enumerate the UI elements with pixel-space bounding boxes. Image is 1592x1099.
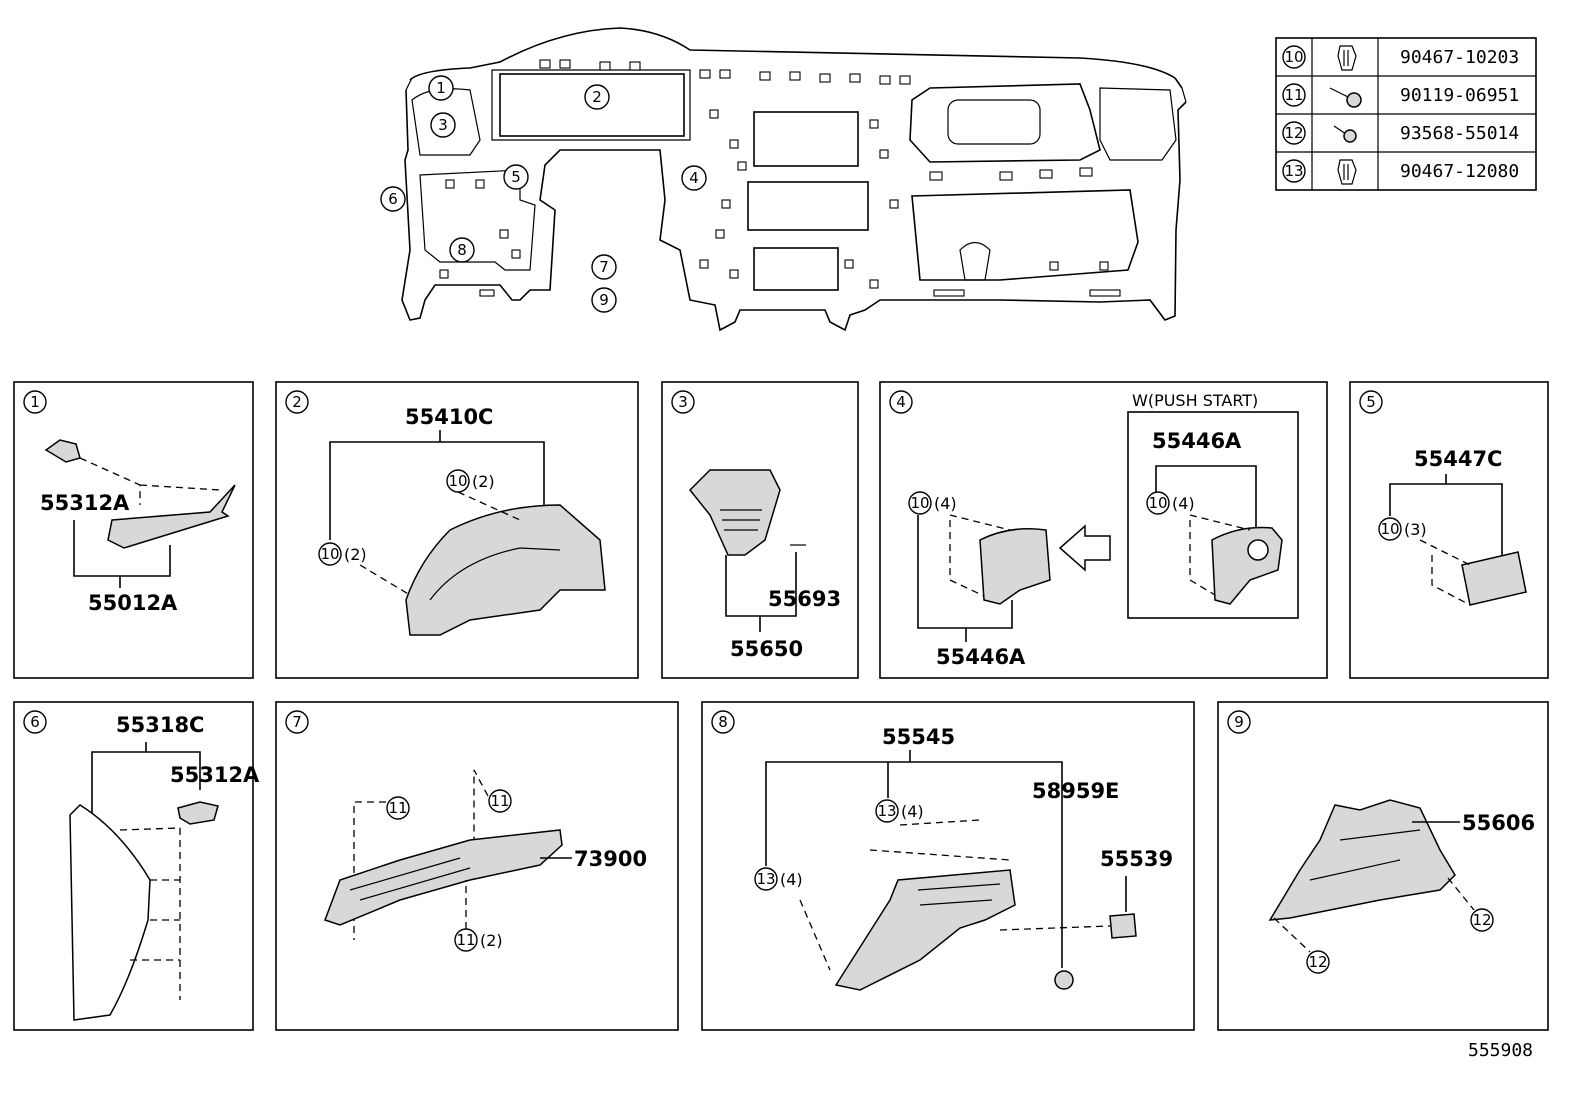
table-part-11: 90119-06951 xyxy=(1400,85,1519,106)
panel-9-screw-ref-b: 12 xyxy=(1308,953,1327,971)
clip-icon xyxy=(1337,159,1357,185)
callout-3: 3 xyxy=(438,116,448,134)
clip-icon xyxy=(1337,45,1357,71)
panel-2-label-55410C: 55410C xyxy=(405,405,493,429)
panel-7-ref: 7 xyxy=(292,713,302,731)
panel-3-ref: 3 xyxy=(678,393,688,411)
panel-5-qty: (3) xyxy=(1404,520,1427,539)
panel-4-qty-b: (4) xyxy=(934,494,957,513)
bolt-icon xyxy=(1329,87,1362,108)
callout-9: 9 xyxy=(599,291,609,309)
callout-4: 4 xyxy=(689,169,699,187)
panel-5-ref: 5 xyxy=(1366,393,1376,411)
panel-4-label-55446A-top: 55446A xyxy=(1152,429,1242,453)
dashboard-overview: 1 2 3 4 5 6 7 8 9 xyxy=(380,27,1187,332)
panel-2-ref: 2 xyxy=(292,393,302,411)
panel-4-qty-a: (4) xyxy=(1172,494,1195,513)
panel-8-clip-ref-a: 13 xyxy=(877,802,896,820)
panel-2-qty-b: (2) xyxy=(344,545,367,564)
table-part-10: 90467-10203 xyxy=(1400,47,1519,68)
panel-7: 7 11 11 73900 11 (2) xyxy=(275,701,679,1031)
panel-9: 9 55606 12 12 xyxy=(1217,701,1549,1031)
panel-9-screw-ref-a: 12 xyxy=(1472,911,1491,929)
panel-6-label-55318C: 55318C xyxy=(116,713,204,737)
table-ref-13: 13 xyxy=(1284,162,1303,180)
callout-8: 8 xyxy=(457,241,467,259)
table-ref-11: 11 xyxy=(1284,86,1303,104)
panel-6: 6 55318C 55312A xyxy=(13,701,260,1031)
panel-7-bolt-ref-a: 11 xyxy=(388,799,407,817)
panel-4-clip-ref-a: 10 xyxy=(1148,494,1167,512)
panel-9-ref: 9 xyxy=(1234,713,1244,731)
panel-7-bolt-ref-c: 11 xyxy=(456,931,475,949)
fastener-table: 10 90467-10203 11 90119-06951 12 93568-5… xyxy=(1275,37,1537,191)
panel-7-bolt-ref-b: 11 xyxy=(490,792,509,810)
panel-4-clip-ref-b: 10 xyxy=(910,494,929,512)
panel-4-ref: 4 xyxy=(896,393,906,411)
panel-4: 4 W(PUSH START) 55446A 10 (4) 10 (4) 554… xyxy=(879,381,1328,679)
panel-8-ref: 8 xyxy=(718,713,728,731)
panel-3-label-55693: 55693 xyxy=(768,587,841,611)
table-part-13: 90467-12080 xyxy=(1400,161,1519,182)
panel-7-qty: (2) xyxy=(480,931,503,950)
panel-1-ref: 1 xyxy=(30,393,40,411)
panel-8-label-55545: 55545 xyxy=(882,725,955,749)
table-part-12: 93568-55014 xyxy=(1400,123,1519,144)
panel-2-clip-ref-a: 10 xyxy=(448,472,467,490)
callout-1: 1 xyxy=(436,79,446,97)
callout-2: 2 xyxy=(592,88,602,106)
screw-icon xyxy=(1333,125,1357,143)
panel-9-label-55606: 55606 xyxy=(1462,811,1535,835)
panel-7-label-73900: 73900 xyxy=(574,847,647,871)
panel-3: 3 55693 55650 xyxy=(661,381,859,679)
panel-4-label-55446A-bottom: 55446A xyxy=(936,645,1026,669)
panel-8: 8 55545 13 (4) 58959E 13 (4) 55539 xyxy=(701,701,1195,1031)
table-ref-12: 12 xyxy=(1284,124,1303,142)
panel-8-label-55539: 55539 xyxy=(1100,847,1173,871)
panel-6-ref: 6 xyxy=(30,713,40,731)
panel-2-qty-a: (2) xyxy=(472,472,495,491)
callout-6: 6 xyxy=(388,190,398,208)
panel-5-label-55447C: 55447C xyxy=(1414,447,1502,471)
panel-1-label-55012A: 55012A xyxy=(88,591,178,615)
table-ref-10: 10 xyxy=(1284,48,1303,66)
panel-1-label-55312A: 55312A xyxy=(40,491,130,515)
callout-7: 7 xyxy=(599,258,609,276)
panel-2-clip-ref-b: 10 xyxy=(320,545,339,563)
panel-6-label-55312A: 55312A xyxy=(170,763,260,787)
diagram-id: 555908 xyxy=(1468,1040,1533,1061)
panel-8-qty-b: (4) xyxy=(780,870,803,889)
panel-8-clip-ref-b: 13 xyxy=(756,870,775,888)
panel-1: 1 55312A 55012A xyxy=(13,381,254,679)
callout-5: 5 xyxy=(511,168,521,186)
panel-4-variant-label: W(PUSH START) xyxy=(1132,391,1258,410)
panel-2: 2 55410C 10 (2) 10 (2) xyxy=(275,381,639,679)
panel-3-label-55650: 55650 xyxy=(730,637,803,661)
panel-8-qty-a: (4) xyxy=(901,802,924,821)
panel-8-label-58959E: 58959E xyxy=(1032,779,1119,803)
panel-5: 5 55447C 10 (3) xyxy=(1349,381,1549,679)
panel-5-clip-ref: 10 xyxy=(1380,520,1399,538)
